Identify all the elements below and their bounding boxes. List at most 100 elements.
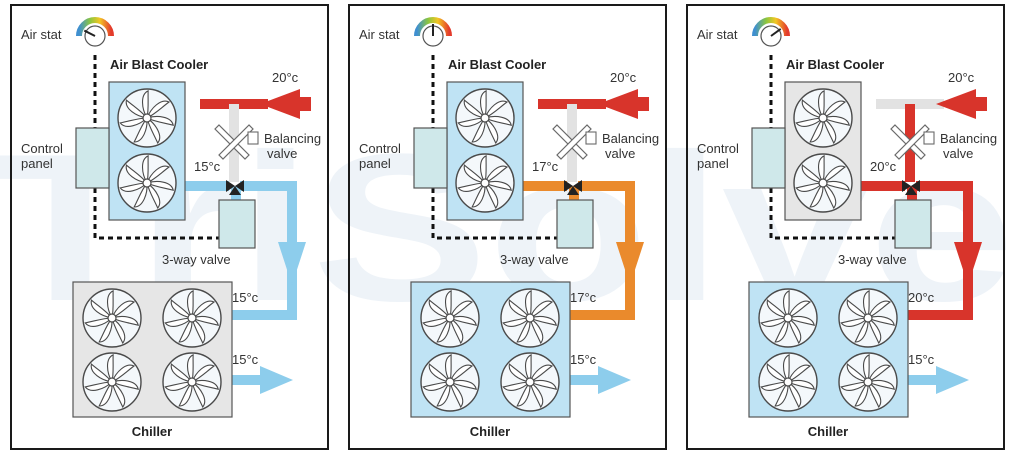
mix-temperature: 15°c [194,159,221,174]
fan-icon [838,352,898,412]
chiller-label: Chiller [470,424,510,439]
balancing-valve-icon [552,124,597,160]
air-stat-label: Air stat [697,27,738,42]
balancing-valve-label: valve [267,146,297,161]
fan-icon [793,153,853,213]
three-way-valve-icon [911,180,920,192]
valve-handle [923,131,935,145]
outlet-arrow [936,366,969,394]
fan-icon [758,352,818,412]
control-wire [769,187,913,240]
balancing-valve-label: Balancing [264,131,321,146]
three-way-valve-label: 3-way valve [162,252,231,267]
fan-icon [82,352,142,412]
fan-icon [162,288,222,348]
flow-arrow [616,242,644,285]
three-way-valve-icon [905,186,917,195]
panel-frame [686,4,1005,450]
valve-actuator-box [556,199,594,249]
three-way-valve-icon [567,186,579,195]
inlet-pipe-stub [637,97,649,111]
control-panel-label: Control [697,141,739,156]
chiller-outlet-temperature: 15°c [570,352,597,367]
air-stat-gauge-icon [76,17,114,47]
valve-handle [585,131,597,145]
fan-icon [82,288,142,348]
inlet-temperature: 20°c [948,70,975,85]
balancing-valve-icon [890,124,935,160]
outlet-arrow [598,366,631,394]
fan-icon [420,288,480,348]
panel-frame [348,4,667,450]
inlet-arrow [598,89,638,119]
air-blast-cooler-label: Air Blast Cooler [110,57,208,72]
panel-frame [10,4,329,450]
fan-icon [420,352,480,412]
inlet-pipe-stub [975,97,987,111]
fan-icon [455,153,515,213]
control-wire [431,187,575,240]
outlet-arrow [260,366,293,394]
balancing-valve-label: valve [943,146,973,161]
air-blast-cooler-label: Air Blast Cooler [786,57,884,72]
fan-icon [455,88,515,148]
valve-handle [247,131,259,145]
control-panel-label: Control [359,141,401,156]
balancing-valve-label: valve [605,146,635,161]
gauge-scale [752,17,790,37]
inlet-temperature: 20°c [272,70,299,85]
inlet-arrow [260,89,300,119]
chiller-inlet-temperature: 17°c [570,290,597,305]
gauge-scale [76,17,114,37]
fan-icon [162,352,222,412]
inlet-temperature: 20°c [610,70,637,85]
control-panel-box [751,127,786,189]
three-way-valve-icon [564,180,573,192]
balancing-valve-label: Balancing [940,131,997,146]
gauge-needle [83,29,96,37]
control-panel-label: Control [21,141,63,156]
three-way-valve-icon [226,180,235,192]
gauge-scale [414,17,452,37]
fan-icon [758,288,818,348]
three-way-valve-icon [235,180,244,192]
chiller-label: Chiller [132,424,172,439]
valve-shape [556,124,592,160]
flow-arrow [278,242,306,285]
fan-icon [793,88,853,148]
balancing-valve-icon [214,124,259,160]
air-stat-gauge-icon [414,17,452,47]
chiller-label: Chiller [808,424,848,439]
chiller-outlet-temperature: 15°c [232,352,259,367]
control-panel-box [75,127,110,189]
valve-actuator-box [894,199,932,249]
chiller-outlet-temperature: 15°c [908,352,935,367]
valve-shape [218,124,254,160]
fan-icon [838,288,898,348]
flow-arrow [954,242,982,285]
air-stat-label: Air stat [21,27,62,42]
fan-icon [117,88,177,148]
control-wire [93,187,237,240]
control-panel-label: panel [359,156,391,171]
chiller-inlet-temperature: 15°c [232,290,259,305]
air-stat-gauge-icon [752,17,790,47]
three-way-valve-icon [573,180,582,192]
balancing-valve-label: Balancing [602,131,659,146]
control-panel-box [413,127,448,189]
inlet-arrow [936,89,976,119]
inlet-pipe-stub [299,97,311,111]
fan-icon [117,153,177,213]
three-way-valve-icon [902,180,911,192]
control-panel-label: panel [21,156,53,171]
valve-shape [894,124,930,160]
three-way-valve-icon [229,186,241,195]
mix-temperature: 17°c [532,159,559,174]
chiller-inlet-temperature: 20°c [908,290,935,305]
valve-actuator-box [218,199,256,249]
air-stat-label: Air stat [359,27,400,42]
three-way-valve-label: 3-way valve [838,252,907,267]
